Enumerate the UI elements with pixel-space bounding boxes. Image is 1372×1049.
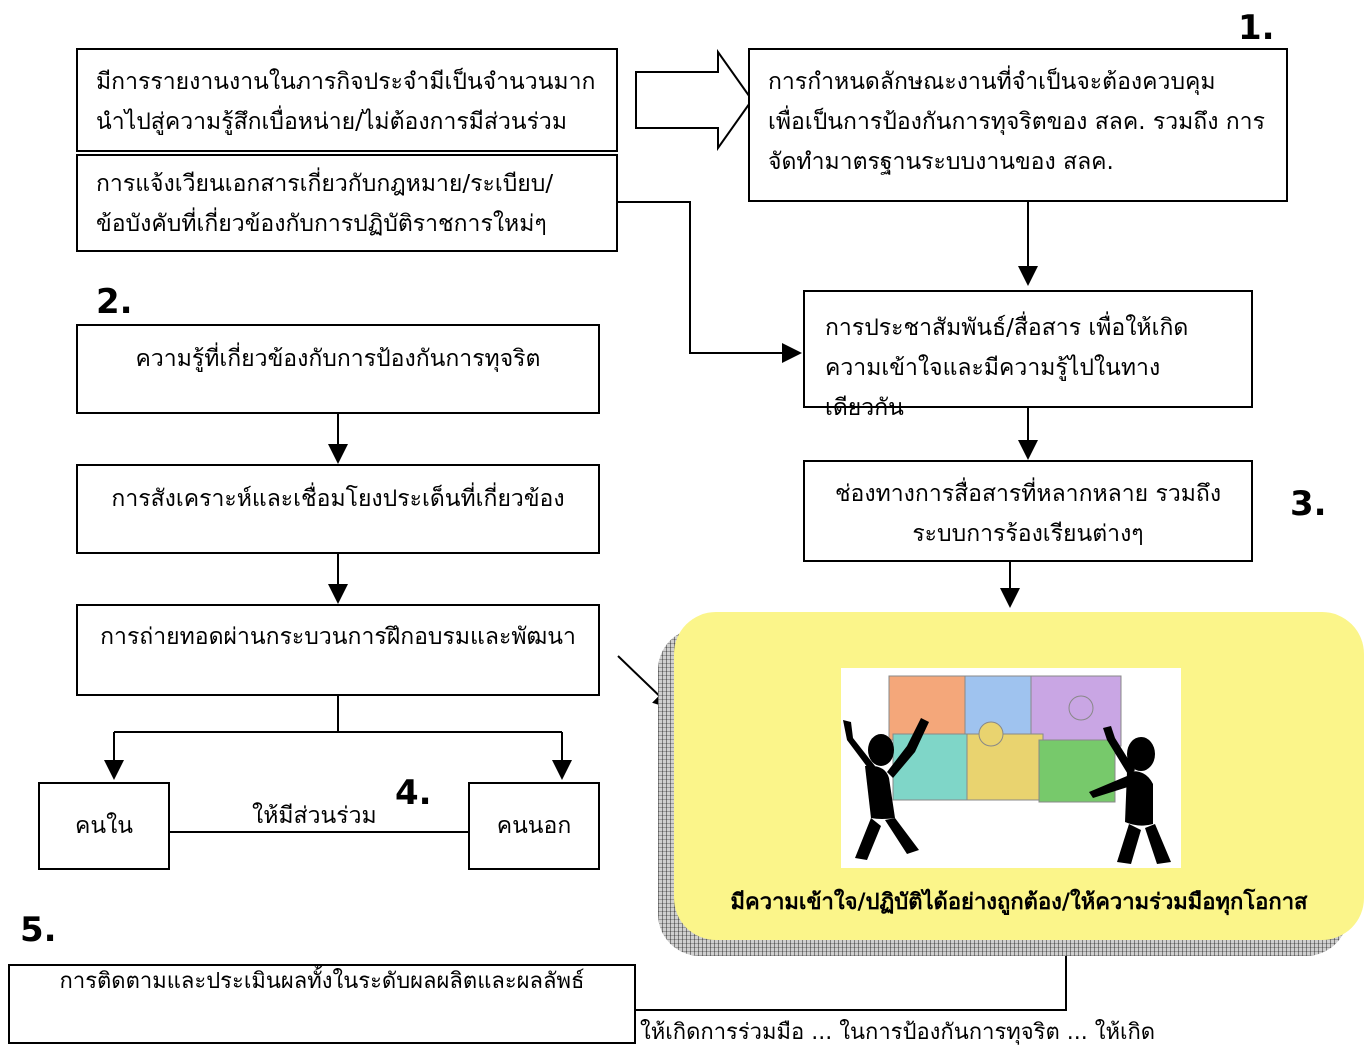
- step-number-5: 5.: [20, 910, 57, 950]
- box-training: การถ่ายทอดผ่านกระบวนการฝึกอบรมและพัฒนา: [76, 604, 600, 696]
- figure-right-icon: [1089, 726, 1171, 864]
- result-caption: มีความเข้าใจ/ปฏิบัติได้อย่างถูกต้อง/ให้ค…: [730, 890, 1308, 915]
- box-report: มีการรายงานงานในภารกิจประจำมีเป็นจำนวนมา…: [76, 48, 618, 152]
- box-report-line-2: นำไปสู่ความรู้สึกเบื่อหน่าย/ไม่ต้องการมี…: [96, 109, 568, 135]
- puzzle-teamwork-image: [841, 668, 1181, 868]
- puzzle-illustration: [843, 675, 1171, 864]
- box-define: การกำหนดลักษณะงานที่จำเป็นจะต้องควบคุม เ…: [748, 48, 1288, 202]
- box-synthesis: การสังเคราะห์และเชื่อมโยงประเด็นที่เกี่ย…: [76, 464, 600, 554]
- box-insiders-label: คนใน: [74, 813, 134, 839]
- box-define-line-3: จัดทำมาตรฐานระบบงานของ สลค.: [768, 149, 1114, 175]
- box-pr-line-2: ความเข้าใจและมีความรู้ไปในทางเดียวกัน: [825, 355, 1161, 421]
- box-channels: ช่องทางการสื่อสารที่หลากหลาย รวมถึง ระบบ…: [803, 460, 1253, 562]
- hollow-arrow: [635, 48, 754, 152]
- box-outsiders-label: คนนอก: [496, 813, 572, 839]
- box-training-label: การถ่ายทอดผ่านกระบวนการฝึกอบรมและพัฒนา: [100, 624, 576, 650]
- box-circular: การแจ้งเวียนเอกสารเกี่ยวกับกฎหมาย/ระเบีย…: [76, 154, 618, 252]
- step-number-3: 3.: [1290, 484, 1327, 524]
- arrow-circular-to-pr: [618, 201, 802, 363]
- box-knowledge: ความรู้ที่เกี่ยวข้องกับการป้องกันการทุจร…: [76, 324, 600, 414]
- figure-left-icon: [843, 718, 929, 860]
- box-circular-line-2: ข้อบังคับที่เกี่ยวข้องกับการปฏิบัติราชกา…: [96, 211, 547, 237]
- footer-text-fragment: ให้เกิดการร่วมมือ ... ในการป้องกันการทุจ…: [640, 1020, 1156, 1045]
- box-report-line-1: มีการรายงานงานในภารกิจประจำมีเป็นจำนวนมา…: [96, 69, 596, 95]
- step-number-4: 4.: [395, 773, 432, 813]
- box-pr-line-1: การประชาสัมพันธ์/สื่อสาร เพื่อให้เกิด: [825, 315, 1189, 341]
- box-channels-line-1: ช่องทางการสื่อสารที่หลากหลาย รวมถึง: [834, 481, 1222, 507]
- box-define-line-2: เพื่อเป็นการป้องกันการทุจริตของ สลค. รวม…: [768, 109, 1265, 135]
- step-number-1: 1.: [1238, 8, 1275, 48]
- box-circular-line-1: การแจ้งเวียนเอกสารเกี่ยวกับกฎหมาย/ระเบีย…: [96, 171, 554, 197]
- box-monitor-label: การติดตามและประเมินผลทั้งในระดับผลผลิตแล…: [59, 969, 585, 994]
- box-knowledge-label: ความรู้ที่เกี่ยวข้องกับการป้องกันการทุจร…: [135, 346, 541, 372]
- box-synthesis-label: การสังเคราะห์และเชื่อมโยงประเด็นที่เกี่ย…: [111, 486, 565, 512]
- box-define-line-1: การกำหนดลักษณะงานที่จำเป็นจะต้องควบคุม: [768, 69, 1216, 95]
- label-participate: ให้มีส่วนร่วม: [252, 803, 377, 829]
- box-pr: การประชาสัมพันธ์/สื่อสาร เพื่อให้เกิด คว…: [803, 290, 1253, 421]
- box-outsiders: คนนอก: [468, 782, 600, 870]
- box-monitor: การติดตามและประเมินผลทั้งในระดับผลผลิตแล…: [8, 964, 636, 1044]
- box-insiders: คนใน: [38, 782, 170, 870]
- box-channels-line-2: ระบบการร้องเรียนต่างๆ: [912, 521, 1144, 547]
- step-number-2: 2.: [96, 282, 133, 322]
- result-box: มีความเข้าใจ/ปฏิบัติได้อย่างถูกต้อง/ให้ค…: [674, 612, 1364, 940]
